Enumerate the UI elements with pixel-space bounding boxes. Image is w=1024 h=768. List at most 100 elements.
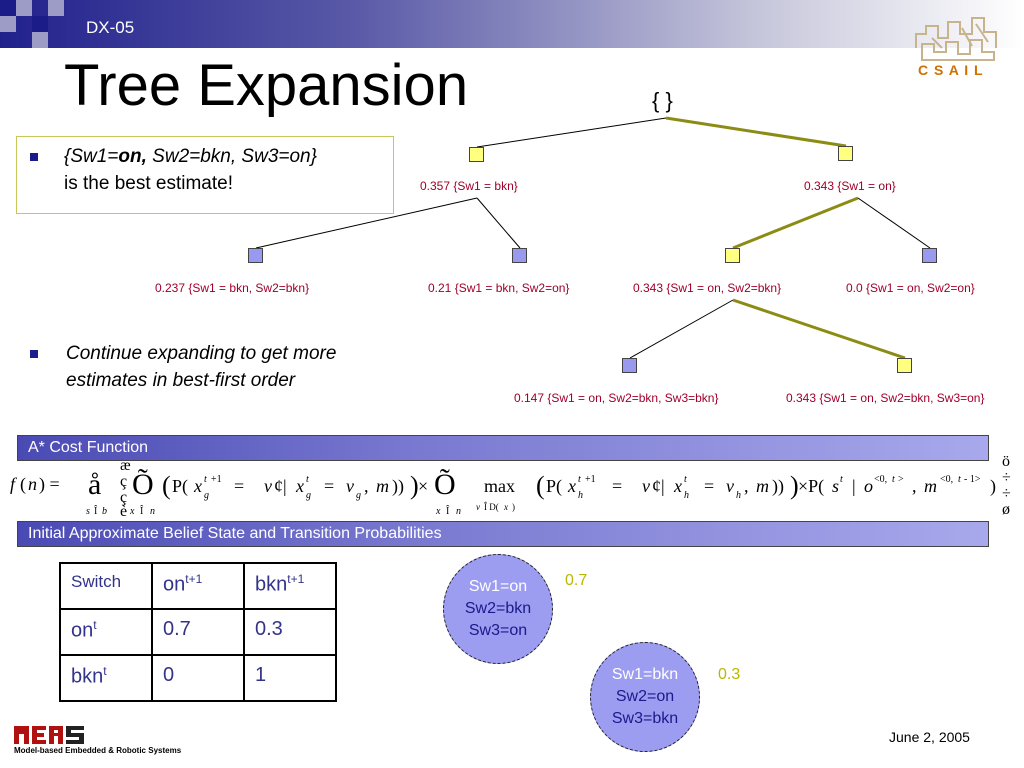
tree-node (725, 248, 740, 263)
node-label: 0.147 {Sw1 = on, Sw2=bkn, Sw3=bkn} (514, 391, 719, 405)
node-label: 0.237 {Sw1 = bkn, Sw2=bkn} (155, 281, 310, 295)
svg-text:Î: Î (446, 505, 450, 517)
bullet-marker (30, 350, 38, 358)
svg-text:)): )) (392, 476, 404, 497)
table-header-cell: Switch (59, 562, 153, 610)
state-line: Sw3=bkn (611, 710, 679, 727)
svg-text:): ) (410, 471, 419, 500)
svg-text:): ) (790, 471, 799, 500)
svg-text:P(: P( (546, 476, 562, 497)
svg-text:,: , (744, 476, 749, 496)
header-square (32, 32, 48, 48)
mers-logo (14, 726, 84, 744)
svg-text:÷: ÷ (1002, 485, 1011, 502)
svg-text:h: h (736, 490, 741, 501)
b2-line2: estimates in best-first order (66, 370, 296, 391)
row-label: bkn (71, 665, 104, 688)
svg-text:=: = (704, 476, 714, 496)
bullet-marker (30, 153, 38, 161)
tree-node (248, 248, 263, 263)
svg-text:)): )) (772, 476, 784, 497)
svg-text:g: g (204, 490, 209, 501)
row-sup: t (93, 618, 97, 632)
svg-text:=: = (612, 476, 622, 496)
slide-title: Tree Expansion (64, 53, 469, 118)
svg-text:÷: ÷ (1002, 469, 1011, 486)
svg-text:s: s (86, 506, 90, 517)
header-sup: t+1 (185, 572, 203, 586)
svg-text:v: v (726, 476, 734, 496)
node-label: 0.21 {Sw1 = bkn, Sw2=on} (428, 281, 570, 295)
header-label: on (163, 573, 186, 596)
svg-text:è: è (120, 503, 127, 520)
table-row: Switch ont+1 bknt+1 (59, 562, 337, 610)
svg-text:t: t (892, 474, 895, 485)
tree-node (838, 146, 853, 161)
svg-text:h: h (684, 490, 689, 501)
svg-text:m: m (376, 476, 389, 496)
row-label: on (71, 619, 94, 642)
state-line: Sw3=on (468, 622, 528, 639)
svg-text:=: = (324, 476, 334, 496)
svg-text:ç: ç (120, 489, 127, 506)
state-line: Sw2=on (615, 688, 675, 705)
table-cell: ont (59, 608, 153, 656)
svg-text:=: = (234, 476, 244, 496)
edge (476, 117, 667, 148)
svg-text:(: ( (162, 471, 171, 500)
svg-text:): ) (512, 502, 515, 512)
svg-text:<0,: <0, (940, 474, 953, 485)
table-cell: 0.3 (243, 608, 337, 656)
table-header-cell: bknt+1 (243, 562, 337, 610)
table-cell: 0.7 (151, 608, 245, 656)
svg-text:(: ( (20, 474, 26, 495)
tree-root: { } (652, 88, 673, 113)
header-square (16, 0, 32, 16)
table-cell: bknt (59, 654, 153, 702)
header-square (32, 16, 48, 32)
svg-text:x: x (503, 502, 508, 512)
svg-text:x: x (129, 506, 135, 517)
b2-line1: Continue expanding to get more (66, 343, 337, 364)
svg-text:): ) (990, 476, 996, 497)
svg-text:t: t (578, 474, 581, 485)
tree-node (922, 248, 937, 263)
svg-text:t: t (306, 474, 309, 485)
tree-node (622, 358, 637, 373)
node-label: 0.343 {Sw1 = on} (804, 179, 896, 193)
continue-text: Continue expanding to get more estimates… (66, 340, 336, 394)
b1-bold: on, (118, 146, 147, 167)
svg-text:h: h (578, 490, 583, 501)
svg-text:Õ: Õ (132, 468, 154, 501)
svg-text:v: v (346, 476, 354, 496)
edge (476, 197, 521, 249)
header-sup: t+1 (287, 572, 305, 586)
header-square (0, 16, 16, 32)
table-row: bknt 0 1 (59, 654, 337, 702)
svg-text:x: x (673, 476, 682, 496)
tree-node (469, 147, 484, 162)
svg-text:b: b (102, 506, 107, 517)
svg-text:x: x (567, 476, 576, 496)
state-prob-1: 0.7 (565, 572, 588, 589)
svg-text:|: | (852, 476, 856, 496)
svg-text:m: m (756, 476, 769, 496)
svg-text:ö: ö (1002, 453, 1010, 470)
svg-text:x: x (295, 476, 304, 496)
svg-text:v: v (476, 502, 480, 512)
svg-text:¢|: ¢| (652, 476, 665, 496)
svg-text:v: v (642, 476, 650, 496)
svg-text:g: g (356, 490, 361, 501)
svg-text:g: g (306, 490, 311, 501)
state-line: Sw1=bkn (611, 666, 679, 683)
svg-text:t: t (684, 474, 687, 485)
header-bar (0, 0, 1024, 48)
table-cell: 1 (243, 654, 337, 702)
header-square (0, 0, 16, 16)
state-line: Sw2=bkn (464, 600, 532, 617)
svg-text:x: x (193, 476, 202, 496)
node-label: 0.343 {Sw1 = on, Sw2=bkn} (633, 281, 782, 295)
csail-logo (915, 17, 997, 61)
edge (255, 197, 478, 249)
svg-text:max: max (484, 476, 515, 496)
